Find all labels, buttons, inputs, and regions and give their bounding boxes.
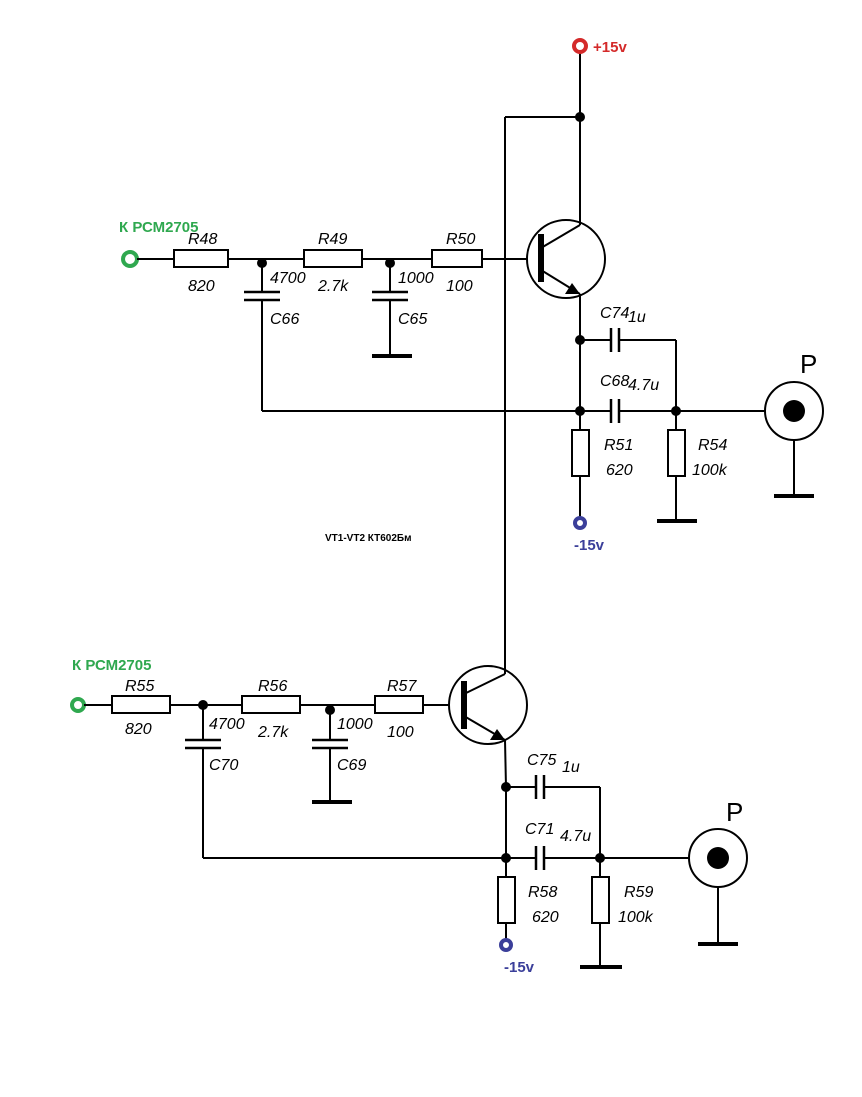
upper-negative-supply-label: -15v [574, 537, 605, 554]
resistor-r58-name: R58 [528, 884, 557, 901]
lower-input-label: К РСМ2705 [72, 657, 151, 674]
resistor-r57-name: R57 [387, 678, 417, 695]
resistor-r57-value: 100 [387, 724, 414, 741]
capacitor-c74-name: C74 [600, 305, 629, 322]
capacitor-c65-value: 1000 [398, 270, 434, 287]
resistor-r56 [241, 695, 301, 714]
capacitor-c65-name: C65 [398, 311, 427, 328]
resistor-r56-name: R56 [258, 678, 287, 695]
resistor-r57 [374, 695, 424, 714]
resistor-r55 [111, 695, 171, 714]
resistor-r51-name: R51 [604, 437, 633, 454]
resistor-r48-name: R48 [188, 231, 217, 248]
resistor-r49-value: 2.7k [317, 278, 349, 295]
resistor-r50 [431, 249, 483, 268]
resistor-r54-value: 100k [692, 462, 728, 479]
lower-input-terminal [70, 697, 86, 713]
capacitor-c69-value: 1000 [337, 716, 373, 733]
capacitor-c68-value: 4.7u [628, 377, 659, 394]
upper-stage: +15v К РСМ2705 R48 820 4700 C66 R49 2.7k… [119, 38, 824, 554]
resistor-r48 [173, 249, 229, 268]
lower-negative-supply-label: -15v [504, 959, 535, 976]
resistor-r56-value: 2.7k [257, 724, 289, 741]
capacitor-c71-name: C71 [525, 821, 554, 838]
resistor-r59 [591, 876, 610, 924]
lower-output-label: P [726, 797, 743, 827]
capacitor-c70-name: C70 [209, 757, 238, 774]
resistor-r55-value: 820 [125, 721, 152, 738]
negative-supply-terminal [499, 938, 513, 952]
positive-supply-terminal [572, 38, 588, 54]
negative-supply-terminal [573, 516, 587, 530]
resistor-r58-value: 620 [532, 909, 559, 926]
lower-output-connector [688, 828, 748, 946]
resistor-r49-name: R49 [318, 231, 347, 248]
resistor-r51 [571, 429, 590, 477]
capacitor-c69-name: C69 [337, 757, 366, 774]
transistor-note: VT1-VT2 КТ602Бм [325, 533, 412, 544]
resistor-r54-name: R54 [698, 437, 727, 454]
resistor-r59-name: R59 [624, 884, 653, 901]
transistor-vt2 [448, 665, 528, 788]
capacitor-c75-name: C75 [527, 752, 556, 769]
capacitor-c68-name: C68 [600, 373, 629, 390]
resistor-r55-name: R55 [125, 678, 154, 695]
resistor-r59-value: 100k [618, 909, 654, 926]
transistor-vt1 [526, 219, 606, 340]
positive-supply-label: +15v [593, 39, 627, 56]
capacitor-c75-value: 1u [562, 759, 580, 776]
upper-output-connector [764, 381, 824, 498]
resistor-r51-value: 620 [606, 462, 633, 479]
junction-dot [575, 112, 585, 122]
resistor-r54 [667, 429, 686, 477]
resistor-r50-name: R50 [446, 231, 475, 248]
upper-input-terminal [121, 250, 139, 268]
capacitor-c66-name: C66 [270, 311, 299, 328]
capacitor-c66-value: 4700 [270, 270, 306, 287]
lower-stage: К РСМ2705 R55 820 4700 C70 R56 2.7k 1000… [70, 657, 748, 976]
resistor-r58 [497, 876, 516, 924]
capacitor-c71-value: 4.7u [560, 828, 591, 845]
resistor-r48-value: 820 [188, 278, 215, 295]
resistor-r49 [303, 249, 363, 268]
capacitor-c70-value: 4700 [209, 716, 245, 733]
capacitor-c74-value: 1u [628, 309, 646, 326]
upper-output-label: P [800, 349, 817, 379]
resistor-r50-value: 100 [446, 278, 473, 295]
upper-input-label: К РСМ2705 [119, 219, 198, 236]
